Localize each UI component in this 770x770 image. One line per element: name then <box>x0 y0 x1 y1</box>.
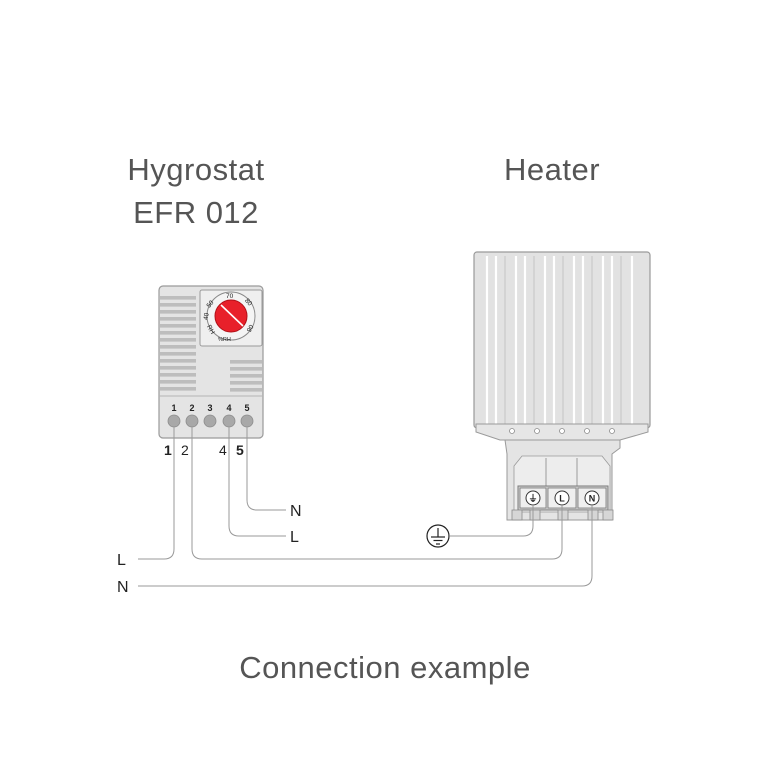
wire-number-4: 4 <box>219 442 227 458</box>
dial-mark-90: 90 <box>246 324 256 334</box>
heater-terminal-l-label: L <box>559 494 565 504</box>
dial-mark-50: 50 <box>205 299 215 309</box>
wire-number-2: 2 <box>181 442 189 458</box>
heater-feet <box>511 509 614 521</box>
terminal-4 <box>222 414 236 428</box>
label-hygro-n: N <box>290 503 302 520</box>
heater-title: Heater <box>503 152 601 187</box>
wire-hygro-4-l <box>228 427 286 537</box>
terminal-label-4: 4 <box>226 403 231 413</box>
heater-fins <box>485 256 634 424</box>
wire-number-1: 1 <box>164 442 172 458</box>
heater-device: ⏚ L N <box>473 251 651 521</box>
label-supply-l: L <box>117 552 126 569</box>
ground-icon <box>426 524 450 548</box>
heater-base-holes <box>509 428 615 434</box>
wire-supply-n <box>138 505 593 587</box>
hygrostat-vents-right <box>230 360 262 392</box>
caption: Connection example <box>239 650 531 685</box>
heater-fin-shadows <box>504 256 622 424</box>
hygrostat-model: EFR 012 <box>133 195 259 230</box>
terminal-label-3: 3 <box>207 403 212 413</box>
hygrostat-vents-left <box>160 296 196 391</box>
dial-mark-80: 80 <box>243 297 253 307</box>
dial-mark-rh: RH <box>205 324 216 336</box>
label-supply-n: N <box>117 579 129 596</box>
dial-mark-pct-rh: %RH <box>218 337 231 343</box>
terminal-5 <box>240 414 254 428</box>
hygro-wire-numbers: 1 2 4 5 <box>164 442 244 458</box>
hygrostat-terminal-numbers: 1 2 3 4 5 <box>171 403 249 413</box>
wire-hygro-5-n <box>246 427 286 511</box>
heater-terminal-labels: ⏚ L N <box>528 494 595 504</box>
dial-mark-40: 40 <box>203 312 211 321</box>
terminal-label-5: 5 <box>244 403 249 413</box>
dial-scale: 50 70 80 90 RH %RH 40 <box>203 293 256 343</box>
hygrostat-terminals <box>167 414 254 428</box>
line-labels: N L L N <box>117 503 302 596</box>
humidity-dial-knob[interactable] <box>214 299 248 333</box>
hygrostat-title: Hygrostat <box>127 152 265 187</box>
wire-number-5: 5 <box>236 442 244 458</box>
wire-hygro-2-heater-l <box>191 427 563 560</box>
heater-terminals <box>525 490 600 506</box>
heater-terminal-ground-label: ⏚ <box>528 494 537 504</box>
dial-pointer <box>220 304 244 327</box>
terminal-label-1: 1 <box>171 403 176 413</box>
heater-terminal-n-label: N <box>589 494 596 504</box>
wire-ground <box>450 505 534 537</box>
label-hygro-l: L <box>290 529 299 546</box>
hygrostat-device: 50 70 80 90 RH %RH 40 1 2 3 4 5 <box>158 285 264 439</box>
terminal-2 <box>185 414 199 428</box>
terminal-3 <box>203 414 217 428</box>
dial-mark-70: 70 <box>226 293 234 300</box>
wire-supply-l <box>138 427 175 560</box>
wiring <box>138 427 593 587</box>
terminal-1 <box>167 414 181 428</box>
terminal-label-2: 2 <box>189 403 194 413</box>
